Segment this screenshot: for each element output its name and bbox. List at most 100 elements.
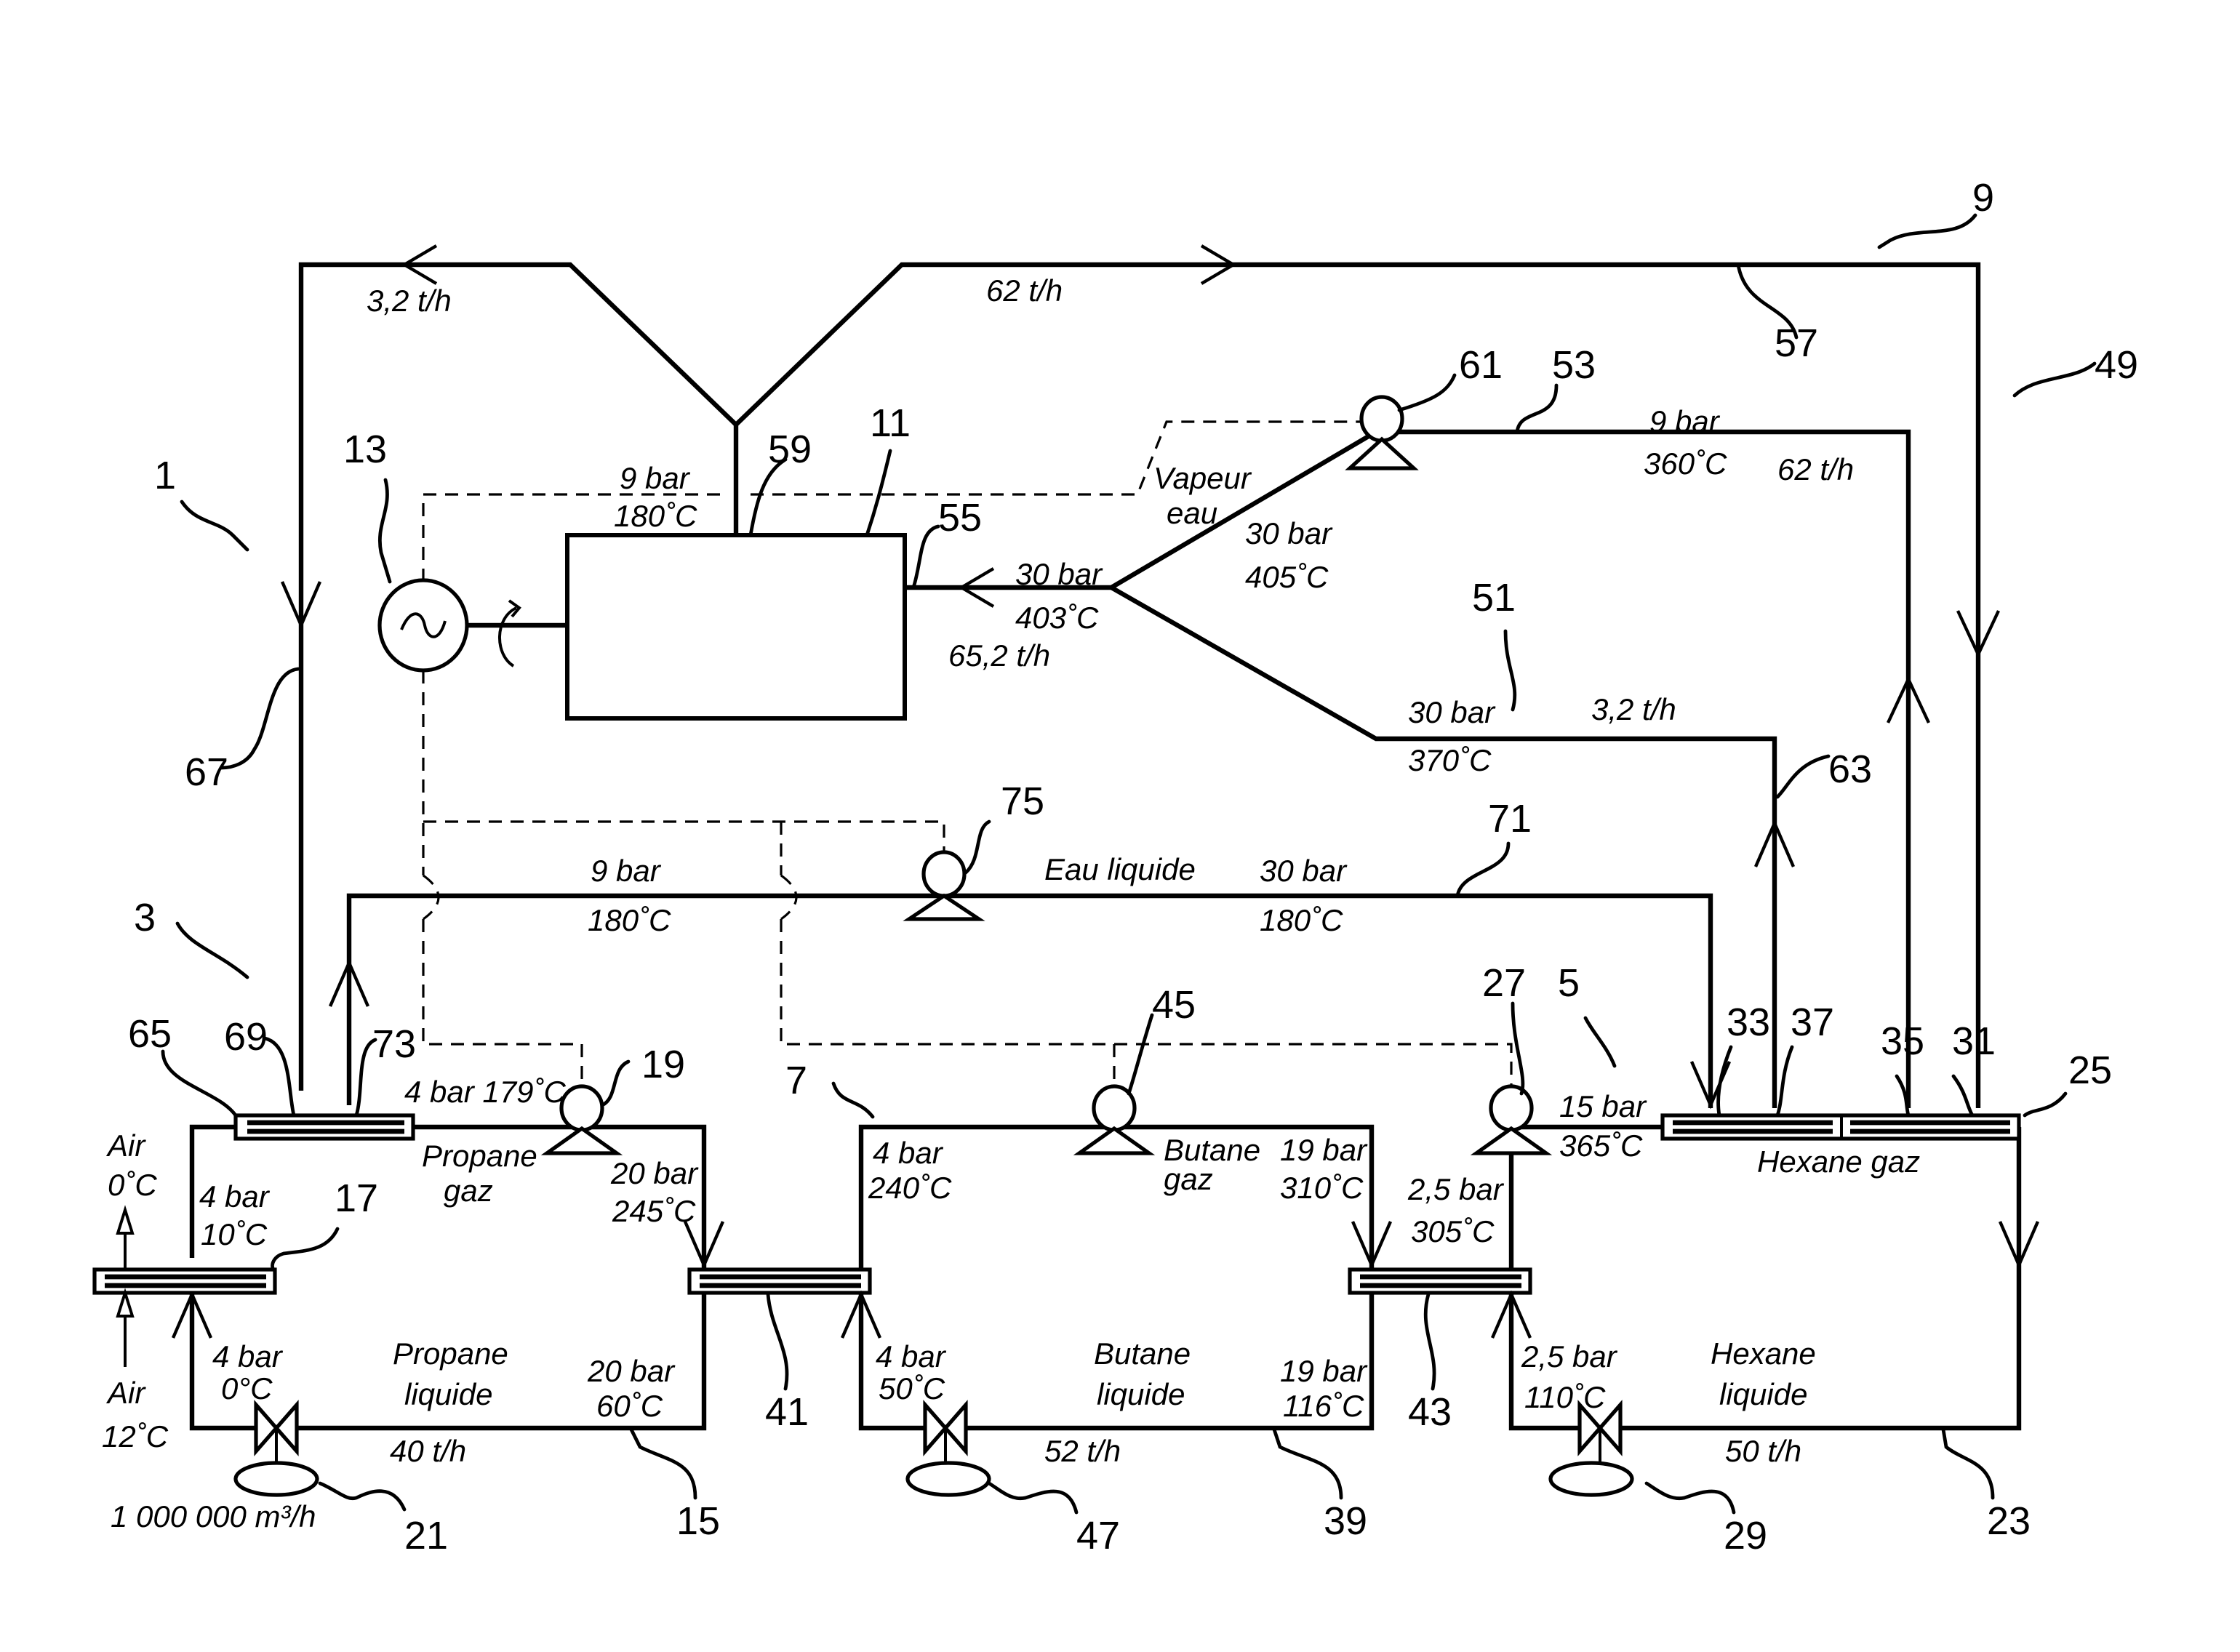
- label-propane-evap-out-t: 10˚C: [201, 1217, 268, 1251]
- ref-73: 73: [372, 1022, 416, 1066]
- label-upper-branch-p: 30 bar: [1245, 516, 1333, 550]
- label-upper-branch-t: 405˚C: [1245, 560, 1329, 594]
- ref-33: 33: [1727, 1001, 1770, 1044]
- label-propane-evap-out-p: 4 bar: [199, 1179, 271, 1214]
- ref-59: 59: [768, 428, 812, 471]
- ref-75: 75: [1001, 779, 1044, 823]
- ref-37: 37: [1791, 1001, 1834, 1044]
- label-propane-comp-in: 4 bar 179˚C: [404, 1075, 566, 1109]
- flow-arrow-up: [328, 958, 370, 1007]
- compressor-icon: [540, 1084, 623, 1155]
- label-hexane-evap-out-t: 305˚C: [1411, 1214, 1495, 1248]
- ref-19: 19: [641, 1043, 685, 1086]
- label-butane-valve-out-t: 50˚C: [879, 1371, 945, 1406]
- ref-61: 61: [1459, 343, 1503, 387]
- compressor-icon: [1345, 395, 1419, 470]
- label-propane-valve-out-p: 4 bar: [212, 1339, 284, 1374]
- label-butane-gas-1: Butane: [1164, 1133, 1260, 1167]
- ref-9: 9: [1972, 176, 1994, 220]
- label-butane-evap-out-t: 240˚C: [868, 1171, 952, 1205]
- heat-exchanger-icon: [233, 1113, 415, 1141]
- label-air-in-1: Air: [105, 1376, 146, 1410]
- label-steam-2: eau: [1167, 496, 1217, 530]
- label-branch51-p: 30 bar: [1408, 695, 1496, 729]
- label-butane-comp-out-t: 310˚C: [1280, 1171, 1364, 1205]
- heat-exchanger-icon: [92, 1267, 277, 1295]
- label-propane-gas-1: Propane: [422, 1139, 537, 1173]
- label-hexane-liq-1: Hexane: [1711, 1336, 1816, 1371]
- ref-45: 45: [1152, 983, 1196, 1027]
- ref-35: 35: [1881, 1019, 1924, 1063]
- label-turbine-out-t: 180˚C: [614, 499, 697, 533]
- label-hexane-comp-out-p: 15 bar: [1559, 1089, 1647, 1123]
- ac-generator-icon: [377, 578, 469, 673]
- label-butane-liq-hot-t: 116˚C: [1283, 1389, 1364, 1423]
- label-hexane-comp-out-t: 365˚C: [1559, 1128, 1643, 1163]
- label-top-left-flow: 3,2 t/h: [367, 284, 452, 318]
- label-branch53-flow: 62 t/h: [1777, 452, 1854, 486]
- compressor-icon: [1073, 1084, 1156, 1155]
- label-water-left-p: 9 bar: [591, 854, 662, 888]
- label-air-in-2: 12˚C: [102, 1419, 169, 1453]
- flow-arrow-left: [401, 244, 438, 285]
- label-branch51-t: 370˚C: [1408, 743, 1492, 777]
- ref-39: 39: [1324, 1499, 1367, 1543]
- expansion-valve-icon: [905, 1400, 991, 1497]
- process-labels: 3,2 t/h 62 t/h 9 bar 180˚C Vapeur eau 30…: [102, 273, 1920, 1533]
- flow-arrow-up: [1490, 1290, 1532, 1339]
- label-propane-liq-hot-t: 60˚C: [596, 1389, 663, 1423]
- steam-top-manifold: [280, 244, 2000, 1108]
- ref-71: 71: [1488, 797, 1532, 841]
- ref-13: 13: [343, 428, 387, 471]
- label-hexane-flow: 50 t/h: [1725, 1434, 1801, 1468]
- label-propane-liq-hot-p: 20 bar: [587, 1354, 676, 1388]
- label-air-flow: 1 000 000 m³/h: [111, 1499, 316, 1533]
- ref-3: 3: [134, 896, 156, 939]
- label-propane-liq-1: Propane: [393, 1336, 508, 1371]
- label-propane-comp-out-p: 20 bar: [610, 1156, 699, 1190]
- ref-47: 47: [1076, 1514, 1120, 1557]
- label-hexane-valve-out-t: 110˚C: [1524, 1380, 1606, 1414]
- ref-11: 11: [870, 401, 911, 445]
- flow-arrow-down: [280, 581, 322, 630]
- label-air-out-1: Air: [105, 1128, 146, 1163]
- label-butane-comp-out-p: 19 bar: [1280, 1133, 1368, 1167]
- ref-25: 25: [2068, 1048, 2112, 1092]
- turbine-box: [565, 533, 907, 721]
- flow-arrow-right: [1200, 244, 1237, 285]
- ref-21: 21: [404, 1514, 448, 1557]
- flow-arrow-left: [958, 567, 995, 608]
- flow-arrow-up: [1887, 675, 1930, 723]
- label-branch51-flow: 3,2 t/h: [1591, 692, 1676, 726]
- ref-55: 55: [938, 496, 982, 540]
- ref-51: 51: [1472, 576, 1516, 620]
- ref-17: 17: [335, 1176, 378, 1220]
- control-lines: [422, 420, 1513, 1105]
- label-propane-flow: 40 t/h: [390, 1434, 466, 1468]
- ref-49: 49: [2095, 343, 2138, 387]
- leader-lines: [161, 213, 2097, 1515]
- label-butane-gas-2: gaz: [1164, 1162, 1213, 1196]
- ref-41: 41: [765, 1390, 809, 1434]
- flow-arrow-down: [1351, 1221, 1393, 1270]
- label-hexane-evap-out-p: 2,5 bar: [1407, 1172, 1505, 1206]
- ref-57: 57: [1775, 321, 1818, 365]
- ref-69: 69: [224, 1015, 268, 1059]
- compressor-icon: [1470, 1084, 1553, 1155]
- label-butane-liq-1: Butane: [1094, 1336, 1191, 1371]
- ref-31: 31: [1952, 1019, 1996, 1063]
- heat-exchanger-icon: [1348, 1267, 1532, 1295]
- label-branch53-t: 360˚C: [1644, 446, 1727, 481]
- ref-65: 65: [128, 1012, 172, 1056]
- ref-1: 1: [154, 454, 176, 497]
- flow-arrow-up: [1753, 819, 1796, 867]
- label-turbine-in-flow: 65,2 t/h: [948, 638, 1050, 673]
- ref-15: 15: [676, 1499, 720, 1543]
- flow-arrow-down: [683, 1221, 725, 1270]
- ref-7: 7: [785, 1059, 807, 1102]
- label-turbine-in-t: 403˚C: [1015, 601, 1099, 635]
- label-water-left-t: 180˚C: [588, 903, 671, 937]
- ref-27: 27: [1482, 961, 1526, 1005]
- label-water-name: Eau liquide: [1044, 852, 1196, 886]
